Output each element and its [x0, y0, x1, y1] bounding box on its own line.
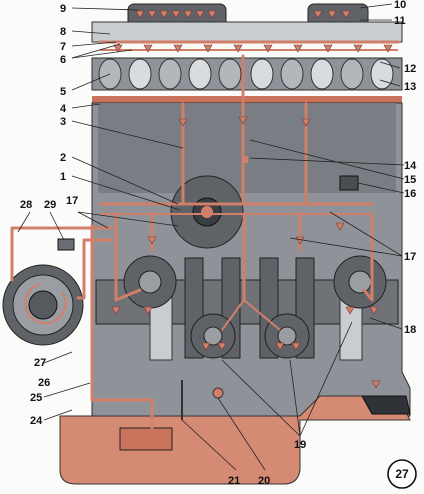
- callouts: 9 8 7 6 5 4 3 2 1 10 11 12 13 14 15 16 1…: [20, 0, 417, 487]
- flow-arrow: [383, 44, 393, 53]
- callout-5: 5: [60, 86, 66, 98]
- pressure-sensor: [339, 175, 359, 191]
- callout-4: 4: [60, 103, 67, 115]
- leader-lines: [17, 3, 405, 471]
- flow-arrow: [371, 380, 381, 389]
- cam-lobe: [188, 58, 212, 90]
- callout-6: 6: [60, 54, 66, 66]
- filter-lines: [10, 226, 114, 300]
- flow-arrow: [301, 118, 311, 127]
- flow-arrow: [291, 342, 301, 351]
- callout-2: 2: [60, 152, 66, 164]
- flow-arrow: [353, 44, 363, 53]
- flow-arrow: [233, 44, 243, 53]
- cam-lobe: [340, 58, 364, 90]
- callout-12: 12: [404, 63, 416, 75]
- flow-arrow: [173, 44, 183, 53]
- cam-lobe: [128, 58, 152, 90]
- flow-arrow: [369, 306, 379, 315]
- callout-14: 14: [404, 160, 417, 172]
- callout-16: 16: [404, 188, 416, 200]
- callout-13: 13: [404, 81, 416, 93]
- flow-arrow: [171, 10, 181, 19]
- flow-arrow: [111, 306, 121, 315]
- main-oil-gallery: [98, 202, 374, 215]
- flow-arrow: [178, 118, 188, 127]
- flow-arrow: [143, 44, 153, 53]
- flow-arrow: [147, 10, 157, 19]
- callout-7: 7: [60, 41, 66, 53]
- cam-lobe: [370, 58, 394, 90]
- flow-arrow: [201, 342, 211, 351]
- flow-arrow: [135, 10, 145, 19]
- flow-arrow: [275, 342, 285, 351]
- flow-arrow: [263, 44, 273, 53]
- flow-arrow: [335, 222, 345, 231]
- callout-28: 28: [20, 199, 32, 211]
- flow-arrow: [113, 44, 123, 53]
- oil-pickup: [90, 224, 224, 451]
- valve-cover: [91, 3, 403, 43]
- callout-26: 26: [38, 377, 50, 389]
- head-gasket: [92, 96, 402, 103]
- callout-27: 27: [34, 357, 46, 369]
- figure-number-badge: 27: [387, 459, 417, 489]
- flow-arrow: [293, 44, 303, 53]
- callout-24: 24: [30, 415, 43, 427]
- callout-21: 21: [228, 475, 240, 487]
- flow-arrow: [217, 342, 227, 351]
- callout-9: 9: [60, 3, 66, 15]
- callout-17-left: 17: [66, 195, 78, 207]
- oil-sump: [59, 395, 411, 485]
- callout-20: 20: [258, 475, 270, 487]
- callout-11: 11: [394, 15, 406, 27]
- callout-18: 18: [404, 324, 416, 336]
- oil-filter: [2, 264, 84, 346]
- flow-arrow: [327, 10, 337, 19]
- cam-lobe: [310, 58, 334, 90]
- callout-19: 19: [294, 439, 306, 451]
- flow-arrow: [295, 236, 305, 245]
- flow-arrow: [207, 10, 217, 19]
- callout-15: 15: [404, 174, 416, 186]
- callout-29: 29: [44, 199, 56, 211]
- flow-arrow: [341, 10, 351, 19]
- bypass-valve: [57, 238, 75, 251]
- flow-arrow: [159, 10, 169, 19]
- camshaft: [91, 57, 403, 91]
- callout-17-right: 17: [404, 251, 416, 263]
- cam-lobe: [250, 58, 274, 90]
- flow-arrow: [323, 44, 333, 53]
- head-oil-gallery: [98, 40, 400, 51]
- flow-arrow: [195, 10, 205, 19]
- callout-8: 8: [60, 26, 66, 38]
- flow-arrow: [183, 10, 193, 19]
- flow-arrow: [147, 236, 157, 245]
- callout-10: 10: [394, 0, 406, 11]
- flow-arrow: [313, 10, 323, 19]
- callout-25: 25: [30, 392, 42, 404]
- restrictor: [242, 156, 248, 163]
- flow-arrow: [238, 116, 248, 125]
- figure-number: 27: [395, 467, 409, 481]
- flow-arrows: [111, 10, 393, 389]
- callout-3: 3: [60, 116, 66, 128]
- crank-throws: [123, 255, 387, 359]
- cam-lobe: [280, 58, 304, 90]
- cam-lobe: [218, 58, 242, 90]
- callout-1: 1: [60, 171, 66, 183]
- cam-lobe: [158, 58, 182, 90]
- flow-arrow: [345, 306, 355, 315]
- flow-arrow: [143, 306, 153, 315]
- flow-arrow: [203, 44, 213, 53]
